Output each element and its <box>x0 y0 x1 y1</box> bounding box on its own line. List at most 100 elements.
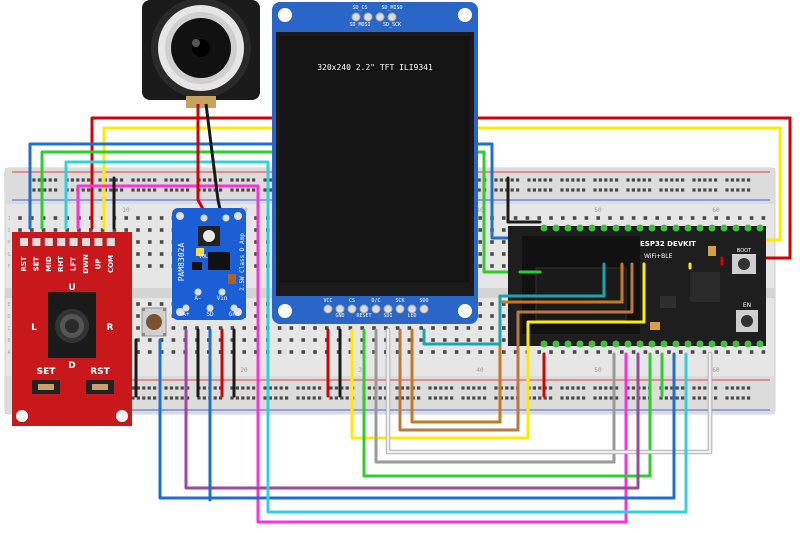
bb-hole <box>679 216 683 220</box>
esp32-pin-top <box>636 224 644 232</box>
bb-hole <box>136 314 140 318</box>
bb-rail-hole <box>708 188 712 192</box>
bb-rail-hole <box>697 188 701 192</box>
bb-hole <box>313 350 317 354</box>
bb-rail-hole <box>565 188 569 192</box>
bb-rail-hole <box>714 178 718 182</box>
bb-hole <box>502 350 506 354</box>
bb-rail-hole <box>571 188 575 192</box>
bb-rail-hole <box>549 188 553 192</box>
bb-hole <box>159 338 164 342</box>
bb-rail-hole <box>637 178 641 182</box>
bb-hole <box>89 228 93 232</box>
esp32-title: ESP32 DEVKIT <box>640 240 696 248</box>
bb-rail-hole <box>670 178 674 182</box>
bb-hole <box>230 326 235 330</box>
bb-rail-hole <box>186 178 190 182</box>
bb-rail-hole <box>268 386 272 390</box>
bb-rail-hole <box>153 188 157 192</box>
joystick-pin-label: DWN <box>82 254 90 274</box>
bb-hole <box>502 252 506 256</box>
bb-rail-hole <box>428 396 432 400</box>
bb-rail-hole <box>609 386 613 390</box>
bb-rail-hole <box>582 396 586 400</box>
bb-hole <box>443 326 447 330</box>
bb-hole <box>254 264 258 268</box>
bb-hole <box>148 240 152 244</box>
bb-rail-hole <box>565 396 569 400</box>
bb-rail-hole <box>593 188 597 192</box>
tft-top-pin <box>351 12 361 22</box>
bb-rail-hole <box>246 386 250 390</box>
bb-hole <box>159 216 164 220</box>
bb-rail-hole <box>626 188 630 192</box>
bb-hole <box>431 326 435 330</box>
push-button[interactable] <box>141 307 167 337</box>
bb-hole <box>454 326 459 330</box>
bb-col-number-top: 40 <box>476 207 484 214</box>
bb-rail-hole <box>664 188 668 192</box>
bb-hole <box>325 326 329 330</box>
bb-rail-hole <box>615 386 619 390</box>
bb-hole <box>183 326 187 330</box>
bb-hole <box>490 338 494 342</box>
bb-hole <box>466 326 471 330</box>
bb-rail-hole <box>692 188 696 192</box>
bb-rail-hole <box>609 396 613 400</box>
bb-rail-hole <box>246 396 250 400</box>
bb-rail-hole <box>285 386 289 390</box>
esp32-pin-top <box>600 224 608 232</box>
tft-pin-label: SDO <box>419 298 428 304</box>
bb-rail-hole <box>213 396 217 400</box>
bb-rail-hole <box>169 386 173 390</box>
bb-rail-hole <box>367 396 371 400</box>
bb-hole <box>136 302 140 306</box>
bb-hole <box>478 264 482 268</box>
bb-hole <box>537 216 541 220</box>
bb-hole <box>18 228 22 232</box>
bb-hole <box>242 338 246 342</box>
bb-rail-hole <box>345 396 349 400</box>
bb-rail-hole <box>626 386 630 390</box>
esp32-pin-top <box>660 224 668 232</box>
esp32-pin-bottom <box>660 340 668 348</box>
bb-rail-hole <box>114 188 118 192</box>
bb-hole <box>277 338 282 342</box>
bb-rail-hole <box>697 386 701 390</box>
bb-rail-hole <box>230 386 234 390</box>
bb-hole <box>620 216 624 220</box>
bb-rail-hole <box>494 178 498 182</box>
bb-rail-hole <box>37 178 41 182</box>
bb-rail-hole <box>527 188 531 192</box>
joystick-header-pin <box>32 238 41 246</box>
bb-rail-hole <box>571 386 575 390</box>
bb-col-number-top: 60 <box>712 207 720 214</box>
bb-rail-hole <box>197 396 201 400</box>
bb-rail-hole <box>384 386 388 390</box>
bb-rail-hole <box>213 386 217 390</box>
bb-rail-hole <box>615 178 619 182</box>
esp32-pin-bottom <box>720 340 728 348</box>
bb-rail-hole <box>483 386 487 390</box>
esp32-pin-top <box>540 224 548 232</box>
bb-hole <box>643 350 648 354</box>
bb-rail-hole <box>241 386 245 390</box>
bb-rail-hole <box>142 188 146 192</box>
joystick-dir-right: R <box>107 323 114 333</box>
bb-rail-hole <box>43 188 47 192</box>
amp-vol-label: VOL <box>199 254 208 260</box>
bb-hole <box>218 326 223 330</box>
bb-hole <box>419 338 423 342</box>
bb-rail-hole <box>153 396 157 400</box>
bb-rail-hole <box>730 396 734 400</box>
bb-row-letter: I <box>7 228 10 234</box>
bb-rail-hole <box>301 396 305 400</box>
bb-hole <box>655 350 659 354</box>
bb-hole <box>466 338 471 342</box>
tft-title: 320x240 2.2" TFT ILI9341 <box>317 63 433 72</box>
bb-hole <box>502 338 506 342</box>
bb-hole <box>53 216 58 220</box>
